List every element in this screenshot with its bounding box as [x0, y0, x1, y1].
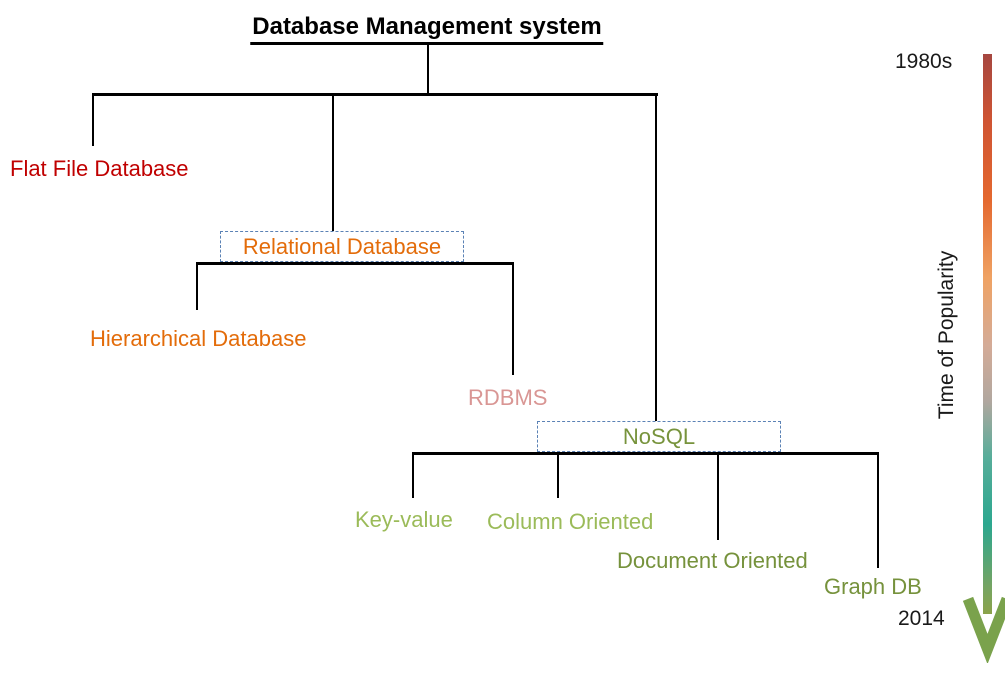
connector-column-drop	[557, 452, 559, 498]
timeline-axis-label: Time of Popularity	[935, 250, 958, 420]
node-rdbms: RDBMS	[468, 385, 548, 410]
node-flat-file-database: Flat File Database	[10, 156, 189, 181]
connector-hierarchical-drop	[196, 262, 198, 310]
timeline-start-year: 1980s	[895, 50, 953, 73]
timeline-gradient-arrow-icon	[962, 54, 1005, 663]
node-relational-database: Relational Database	[220, 231, 464, 262]
connector-title-drop	[427, 45, 429, 95]
node-nosql: NoSQL	[537, 421, 781, 452]
connector-main-horizontal	[92, 93, 658, 96]
connector-graphdb-drop	[877, 452, 879, 568]
connector-nosql-drop	[655, 93, 657, 421]
connector-flatfile-drop	[92, 93, 94, 146]
connector-document-drop	[717, 452, 719, 540]
connector-relational-horizontal	[196, 262, 514, 265]
node-graph-db: Graph DB	[824, 574, 922, 599]
connector-keyvalue-drop	[412, 452, 414, 498]
connector-relational-drop	[332, 93, 334, 232]
diagram-title: Database Management system	[250, 13, 604, 45]
timeline-end-year: 2014	[898, 607, 945, 630]
node-hierarchical-database: Hierarchical Database	[90, 326, 307, 351]
node-document-oriented: Document Oriented	[617, 548, 808, 573]
node-key-value: Key-value	[355, 507, 453, 532]
connector-rdbms-drop	[512, 262, 514, 375]
node-column-oriented: Column Oriented	[487, 509, 654, 534]
connector-nosql-horizontal	[412, 452, 879, 455]
